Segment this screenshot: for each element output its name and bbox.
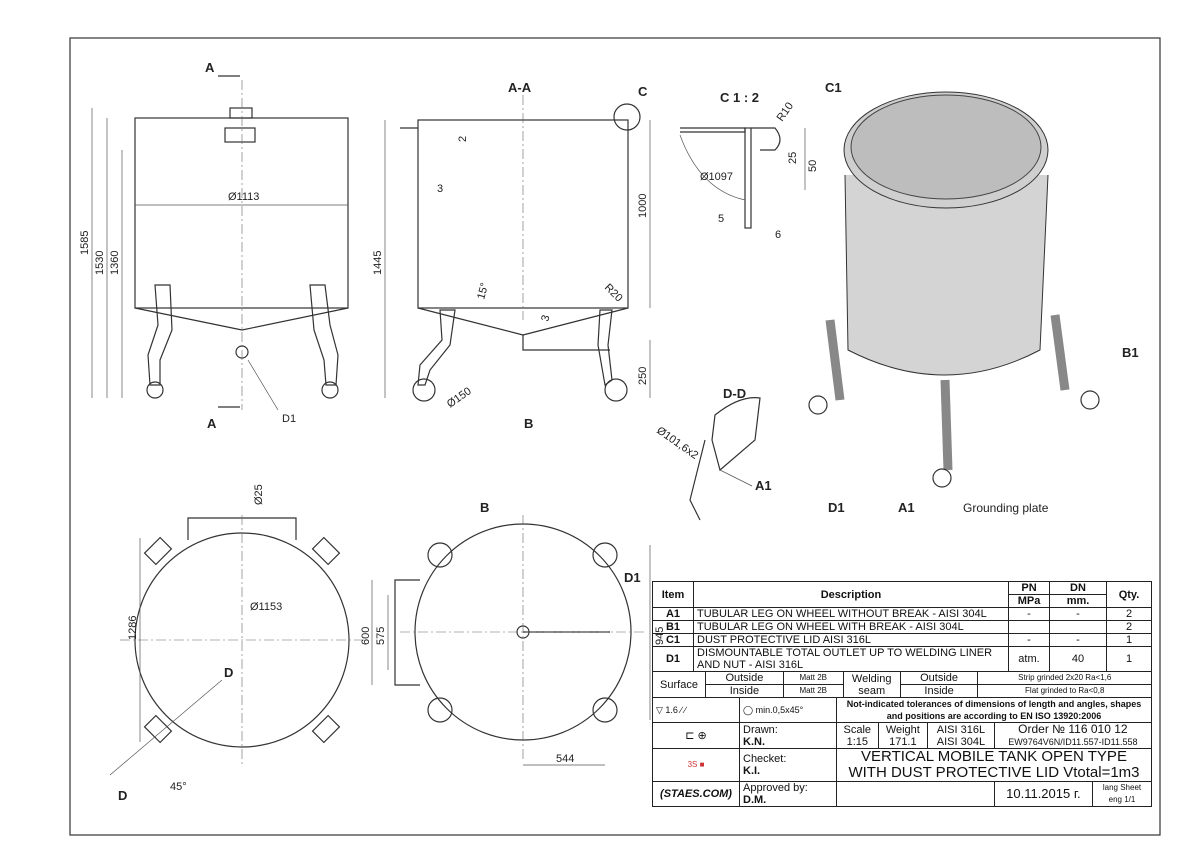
dim-575: 575	[375, 627, 387, 645]
callout-grounding-plate: Grounding plate	[963, 501, 1049, 515]
dim-1360: 1360	[109, 251, 121, 275]
header-description: Description	[693, 581, 1009, 608]
dim-5: 5	[718, 213, 724, 225]
section-mark-a-bottom: A	[207, 416, 217, 431]
header-pn: PN	[1008, 581, 1050, 595]
dim-3-wall: 3	[437, 183, 443, 195]
header-dn-unit: mm.	[1049, 594, 1107, 608]
dim-1153: Ø1153	[250, 601, 282, 613]
header-qty: Qty.	[1106, 581, 1152, 608]
surface-label: Surface	[652, 671, 706, 698]
top-view: Ø25 1286 Ø1153 D D 45°	[109, 484, 365, 803]
callout-d1: D1	[282, 413, 296, 425]
dim-1286: 1286	[127, 616, 139, 640]
dim-1097: Ø1097	[700, 171, 733, 183]
dim-r10: R10	[775, 100, 796, 123]
dim-250: 250	[637, 367, 649, 385]
solidworks-logo: 3S ■	[652, 748, 740, 782]
dim-1445: 1445	[372, 251, 384, 275]
callout-d1-bottom: D1	[624, 570, 641, 585]
callout-c1: C1	[825, 80, 842, 95]
projection-symbol: ⊏ ⊕	[652, 722, 740, 749]
title-block: ▽ 1.6 ∕ ∕ ◯ min.0,5x45° Not-indicated to…	[652, 697, 1153, 807]
callout-a1: A1	[755, 478, 772, 493]
section-title: A-A	[508, 80, 532, 95]
detail-title: C 1 : 2	[720, 90, 759, 105]
detail-mark-c: C	[638, 84, 648, 99]
iso-view: C1 B1 D1 A1 Grounding plate	[808, 80, 1139, 515]
drawing-border	[69, 37, 1161, 836]
dim-r20: R20	[602, 282, 625, 305]
dim-544: 544	[556, 753, 574, 765]
section-mark-a-top: A	[205, 60, 215, 75]
drawing-date: 10.11.2015 г.	[993, 781, 1094, 807]
dim-3-bottom: 3	[539, 314, 552, 323]
header-dn: DN	[1049, 581, 1107, 595]
dim-50: 50	[807, 160, 819, 172]
dim-wheel: Ø150	[445, 385, 474, 410]
dim-6: 6	[775, 229, 781, 241]
roughness-symbol: ▽ 1.6 ∕ ∕	[652, 697, 740, 723]
dim-handle: Ø25	[253, 484, 265, 505]
chamfer-symbol: ◯ min.0,5x45°	[739, 697, 837, 723]
staes-logo: (STAES.COM)	[652, 781, 740, 807]
header-item: Item	[652, 581, 694, 608]
front-view: 1585 1530 1360 Ø1113 A A D1	[79, 60, 349, 431]
dim-600: 600	[360, 627, 372, 645]
dim-angle-45: 45°	[170, 781, 187, 793]
detail-view-c: C 1 : 2 R10 25 50 Ø1097 5 6	[679, 90, 819, 241]
dd-view: D-D Ø101,6x2 A1	[654, 386, 772, 521]
section-mark-d-1: D	[224, 665, 233, 680]
section-view-aa: A-A C 2 3 1445 1000 15° R20 3 250 Ø150 B	[372, 80, 651, 431]
dim-1585: 1585	[79, 231, 91, 255]
dim-1000: 1000	[637, 194, 649, 218]
callout-b1: B1	[1122, 345, 1139, 360]
drawing-title: VERTICAL MOBILE TANK OPEN TYPE WITH DUST…	[836, 748, 1152, 782]
bottom-view: B D1 600 575 945 544	[360, 500, 666, 766]
header-pn-unit: MPa	[1008, 594, 1050, 608]
detail-c-circle	[613, 103, 641, 131]
section-mark-d-2: D	[118, 788, 127, 803]
dim-25: 25	[787, 152, 799, 164]
tolerance-note: Not-indicated tolerances of dimensions o…	[836, 697, 1152, 723]
dim-diameter: Ø1113	[228, 191, 259, 203]
dim-2: 2	[457, 136, 469, 142]
view-mark-b: B	[524, 416, 533, 431]
view-mark-b-bottom: B	[480, 500, 489, 515]
callout-d1-iso: D1	[828, 500, 845, 515]
dim-angle: 15°	[475, 282, 491, 301]
dd-title: D-D	[723, 386, 746, 401]
dim-pipe: Ø101,6x2	[654, 425, 700, 462]
dim-1530: 1530	[94, 251, 106, 275]
callout-a1-iso: A1	[898, 500, 915, 515]
